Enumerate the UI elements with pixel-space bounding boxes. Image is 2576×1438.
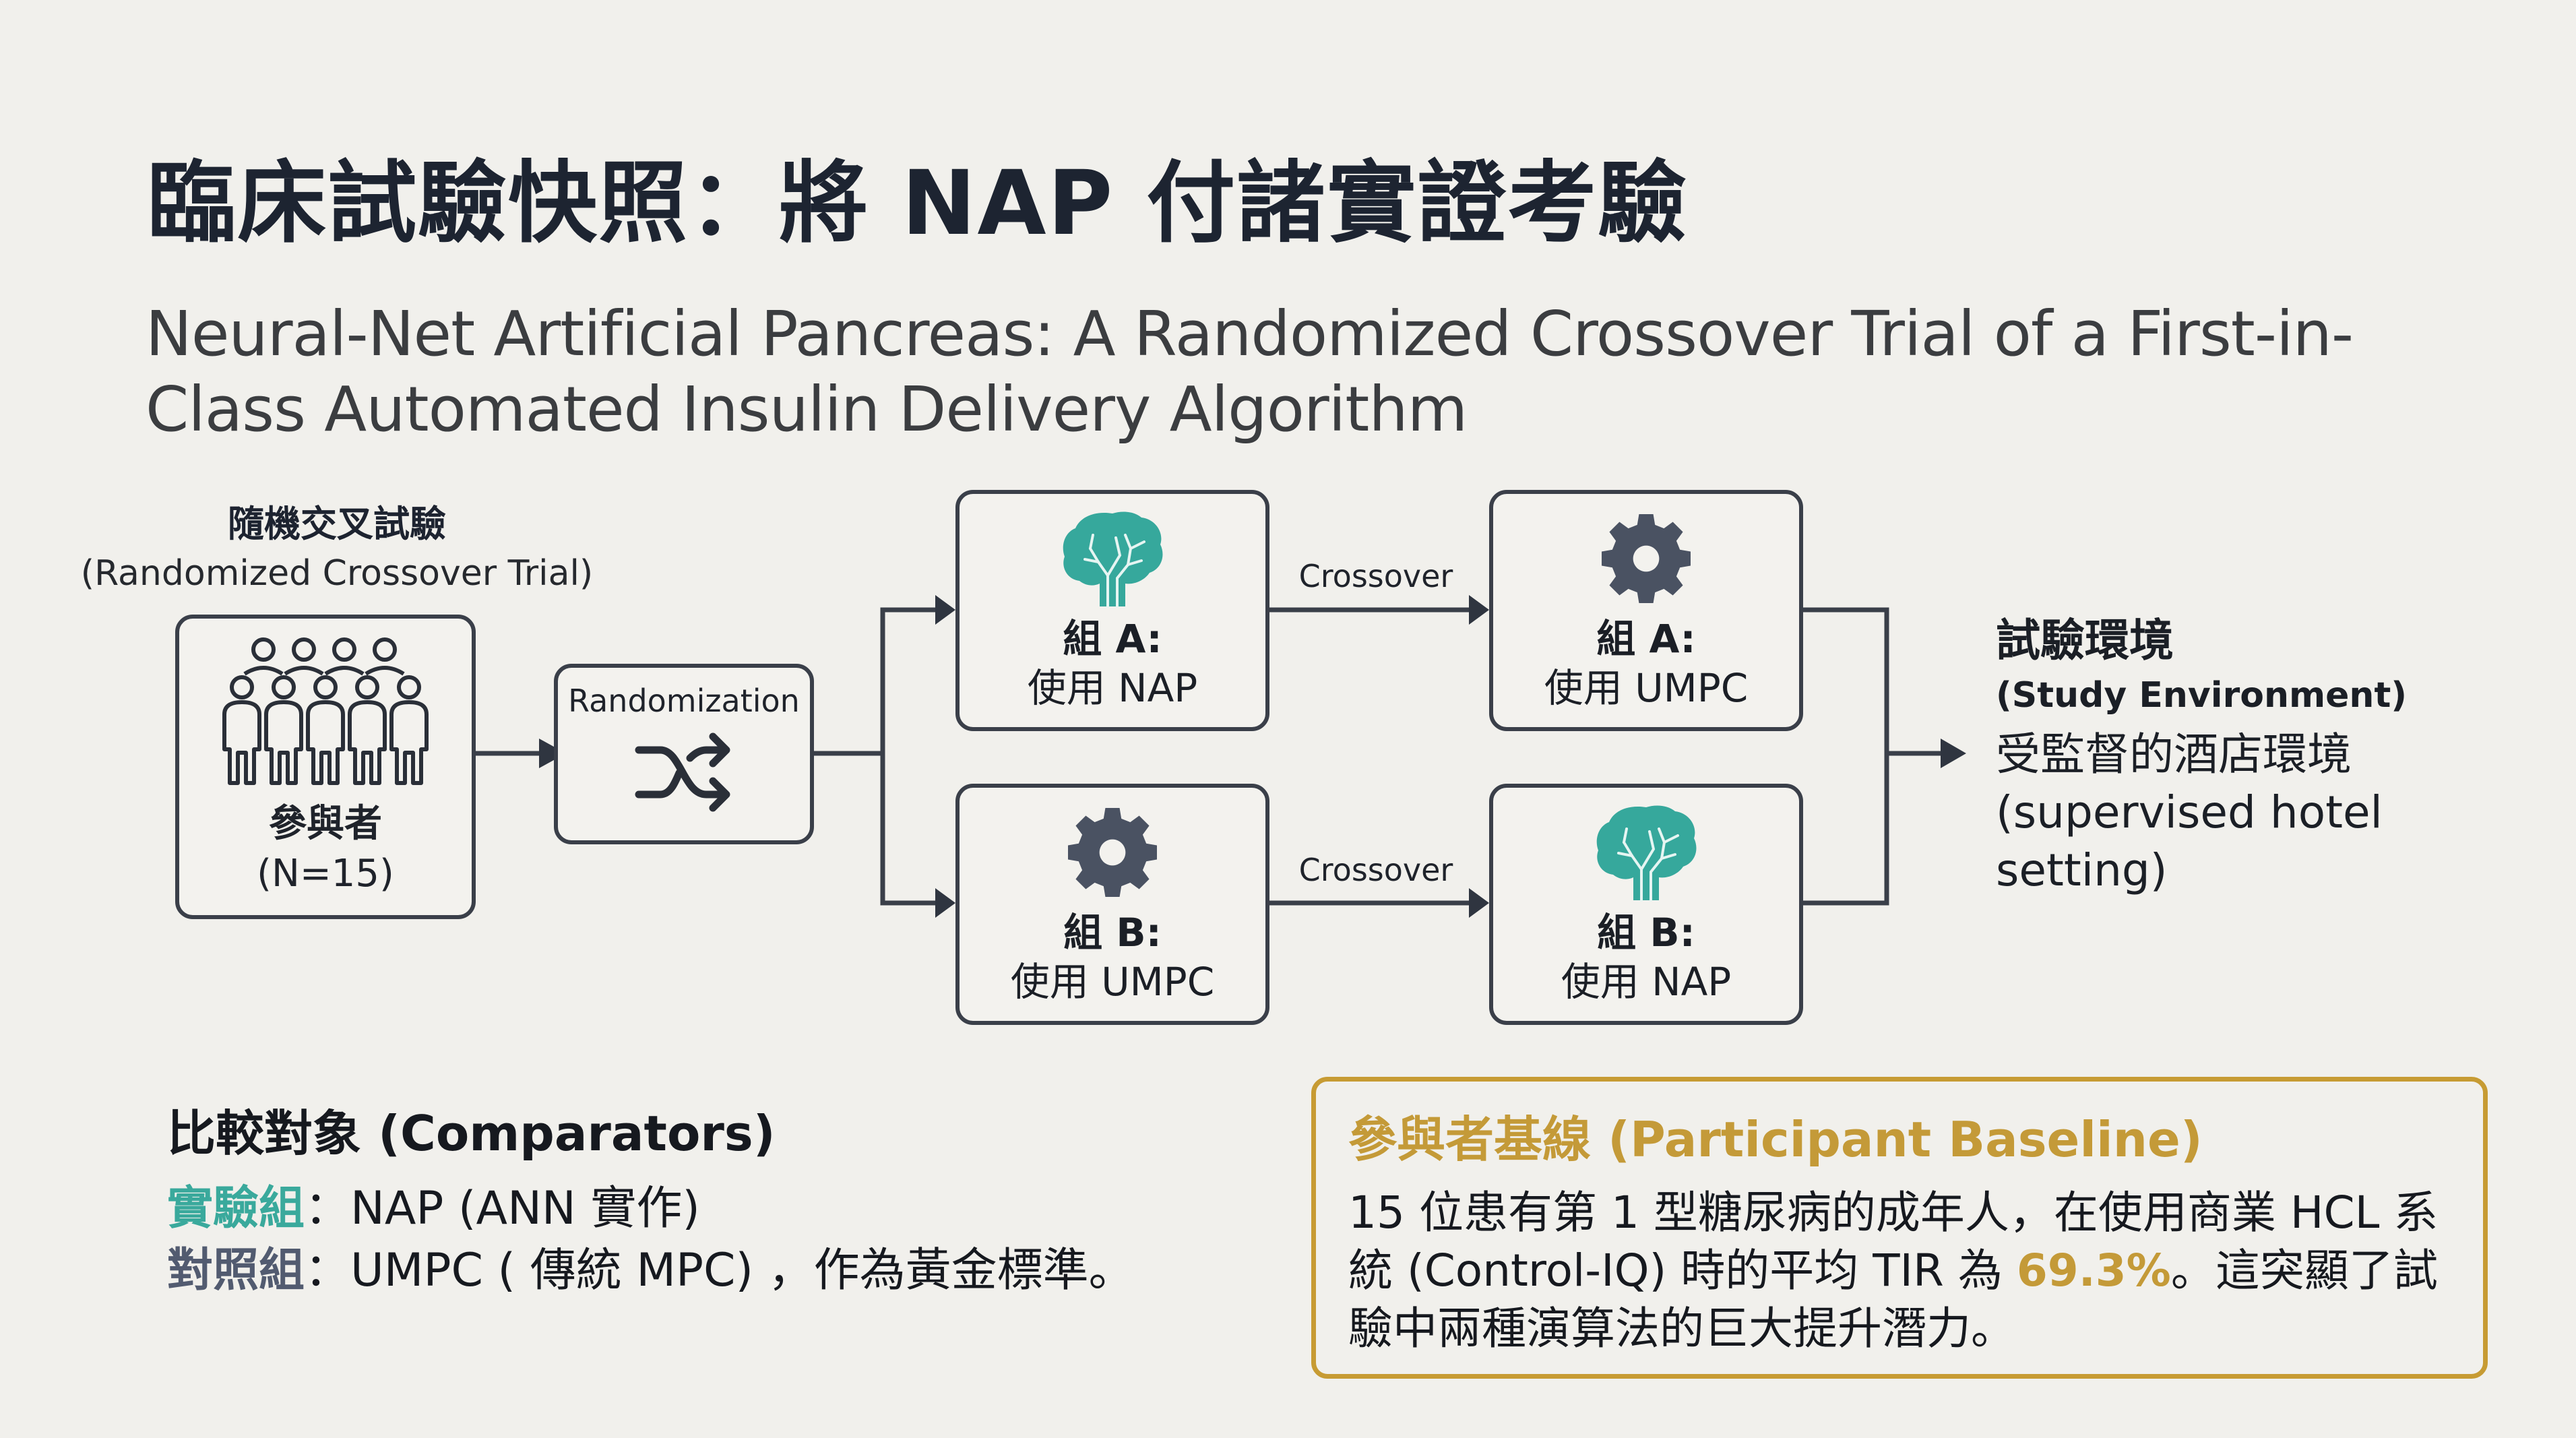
brain-icon [1063,511,1163,608]
comparator-value: ：NAP (ANN 實作) [305,1182,700,1235]
group-label: 組 B: [1063,910,1162,956]
environment-desc-zh: 受監督的酒店環境 [1996,728,2352,780]
baseline-heading: 參與者基線 (Participant Baseline) [1348,1111,2203,1168]
group-label: 組 A: [1063,616,1162,662]
group-treatment: 使用 NAP [1561,959,1732,1005]
group-a-nap-box: 組 A: 使用 NAP [955,490,1269,731]
crossover-label-b: Crossover [1298,852,1453,888]
arrowhead [935,595,955,625]
merge-line-a [1803,607,1889,906]
comparator-value: ：UMPC ( 傳統 MPC) ，作為黃金標準。 [305,1244,1135,1297]
group-treatment: 使用 UMPC [1544,665,1749,711]
participants-count: (N=15) [257,852,394,896]
group-b-umpc-box: 組 B: 使用 UMPC [955,784,1269,1025]
shuffle-icon [635,732,730,812]
environment-description: 受監督的酒店環境 (supervised hotel setting) [1996,726,2481,900]
gear-icon [1068,808,1157,897]
crossover-label-a: Crossover [1298,558,1453,594]
arrowhead [935,888,955,918]
page-title: 臨床試驗快照：將 NAP 付諸實證考驗 [147,152,1689,255]
brain-icon [1596,805,1697,902]
trial-design-label-zh: 隨機交叉試驗 [228,503,446,545]
participant-baseline-card: 參與者基線 (Participant Baseline) 15 位患有第 1 型… [1311,1077,2488,1379]
group-treatment: 使用 UMPC [1010,959,1215,1005]
baseline-text-before: 15 位患有第 1 型糖尿病的成年人，在使用商業 HCL 系統 (Control… [1348,1187,2439,1296]
arrowhead [1469,888,1489,918]
environment-heading-en: (Study Environment) [1996,675,2408,716]
study-environment: 試驗環境 (Study Environment) 受監督的酒店環境 (super… [1996,610,2481,900]
group-treatment: 使用 NAP [1027,665,1198,711]
randomization-label: Randomization [568,683,800,719]
trial-design-label: 隨機交叉試驗 (Randomized Crossover Trial) [74,499,600,597]
baseline-text-after: 。這突顯了試驗中兩種演算法的巨大提升潛力。 [1348,1245,2438,1354]
randomization-box: Randomization [554,664,814,844]
arrow-to-group-a [880,607,943,753]
comparators-section: 比較對象 (Comparators) 實驗組：NAP (ANN 實作) 對照組：… [167,1100,1245,1302]
group-label: 組 B: [1597,910,1695,956]
comparator-key: 實驗組 [167,1182,305,1235]
comparator-control: 對照組：UMPC ( 傳統 MPC) ，作為黃金標準。 [167,1240,1245,1302]
arrowhead [1941,739,1966,768]
arrowhead [539,739,566,768]
comparator-key: 對照組 [167,1244,305,1297]
group-b-nap-box: 組 B: 使用 NAP [1489,784,1803,1025]
gear-icon [1602,514,1691,603]
page-subtitle: Neural-Net Artificial Pancreas: A Random… [146,298,2354,445]
baseline-tir-value: 69.3% [2016,1245,2171,1296]
environment-desc-en: (supervised hotel setting) [1996,786,2383,896]
trial-design-label-en: (Randomized Crossover Trial) [80,553,594,594]
comparator-experimental: 實驗組：NAP (ANN 實作) [167,1178,1245,1240]
people-group-icon [222,637,429,785]
arrow-to-group-b [880,753,943,906]
baseline-text: 15 位患有第 1 型糖尿病的成年人，在使用商業 HCL 系統 (Control… [1348,1184,2451,1358]
arrowhead [1469,595,1489,625]
comparators-heading: 比較對象 (Comparators) [167,1105,776,1162]
participants-box: 參與者 (N=15) [175,615,476,919]
group-label: 組 A: [1596,616,1696,662]
environment-heading-zh: 試驗環境 [1996,615,2174,666]
participants-label: 參與者 [269,802,382,846]
group-a-umpc-box: 組 A: 使用 UMPC [1489,490,1803,731]
